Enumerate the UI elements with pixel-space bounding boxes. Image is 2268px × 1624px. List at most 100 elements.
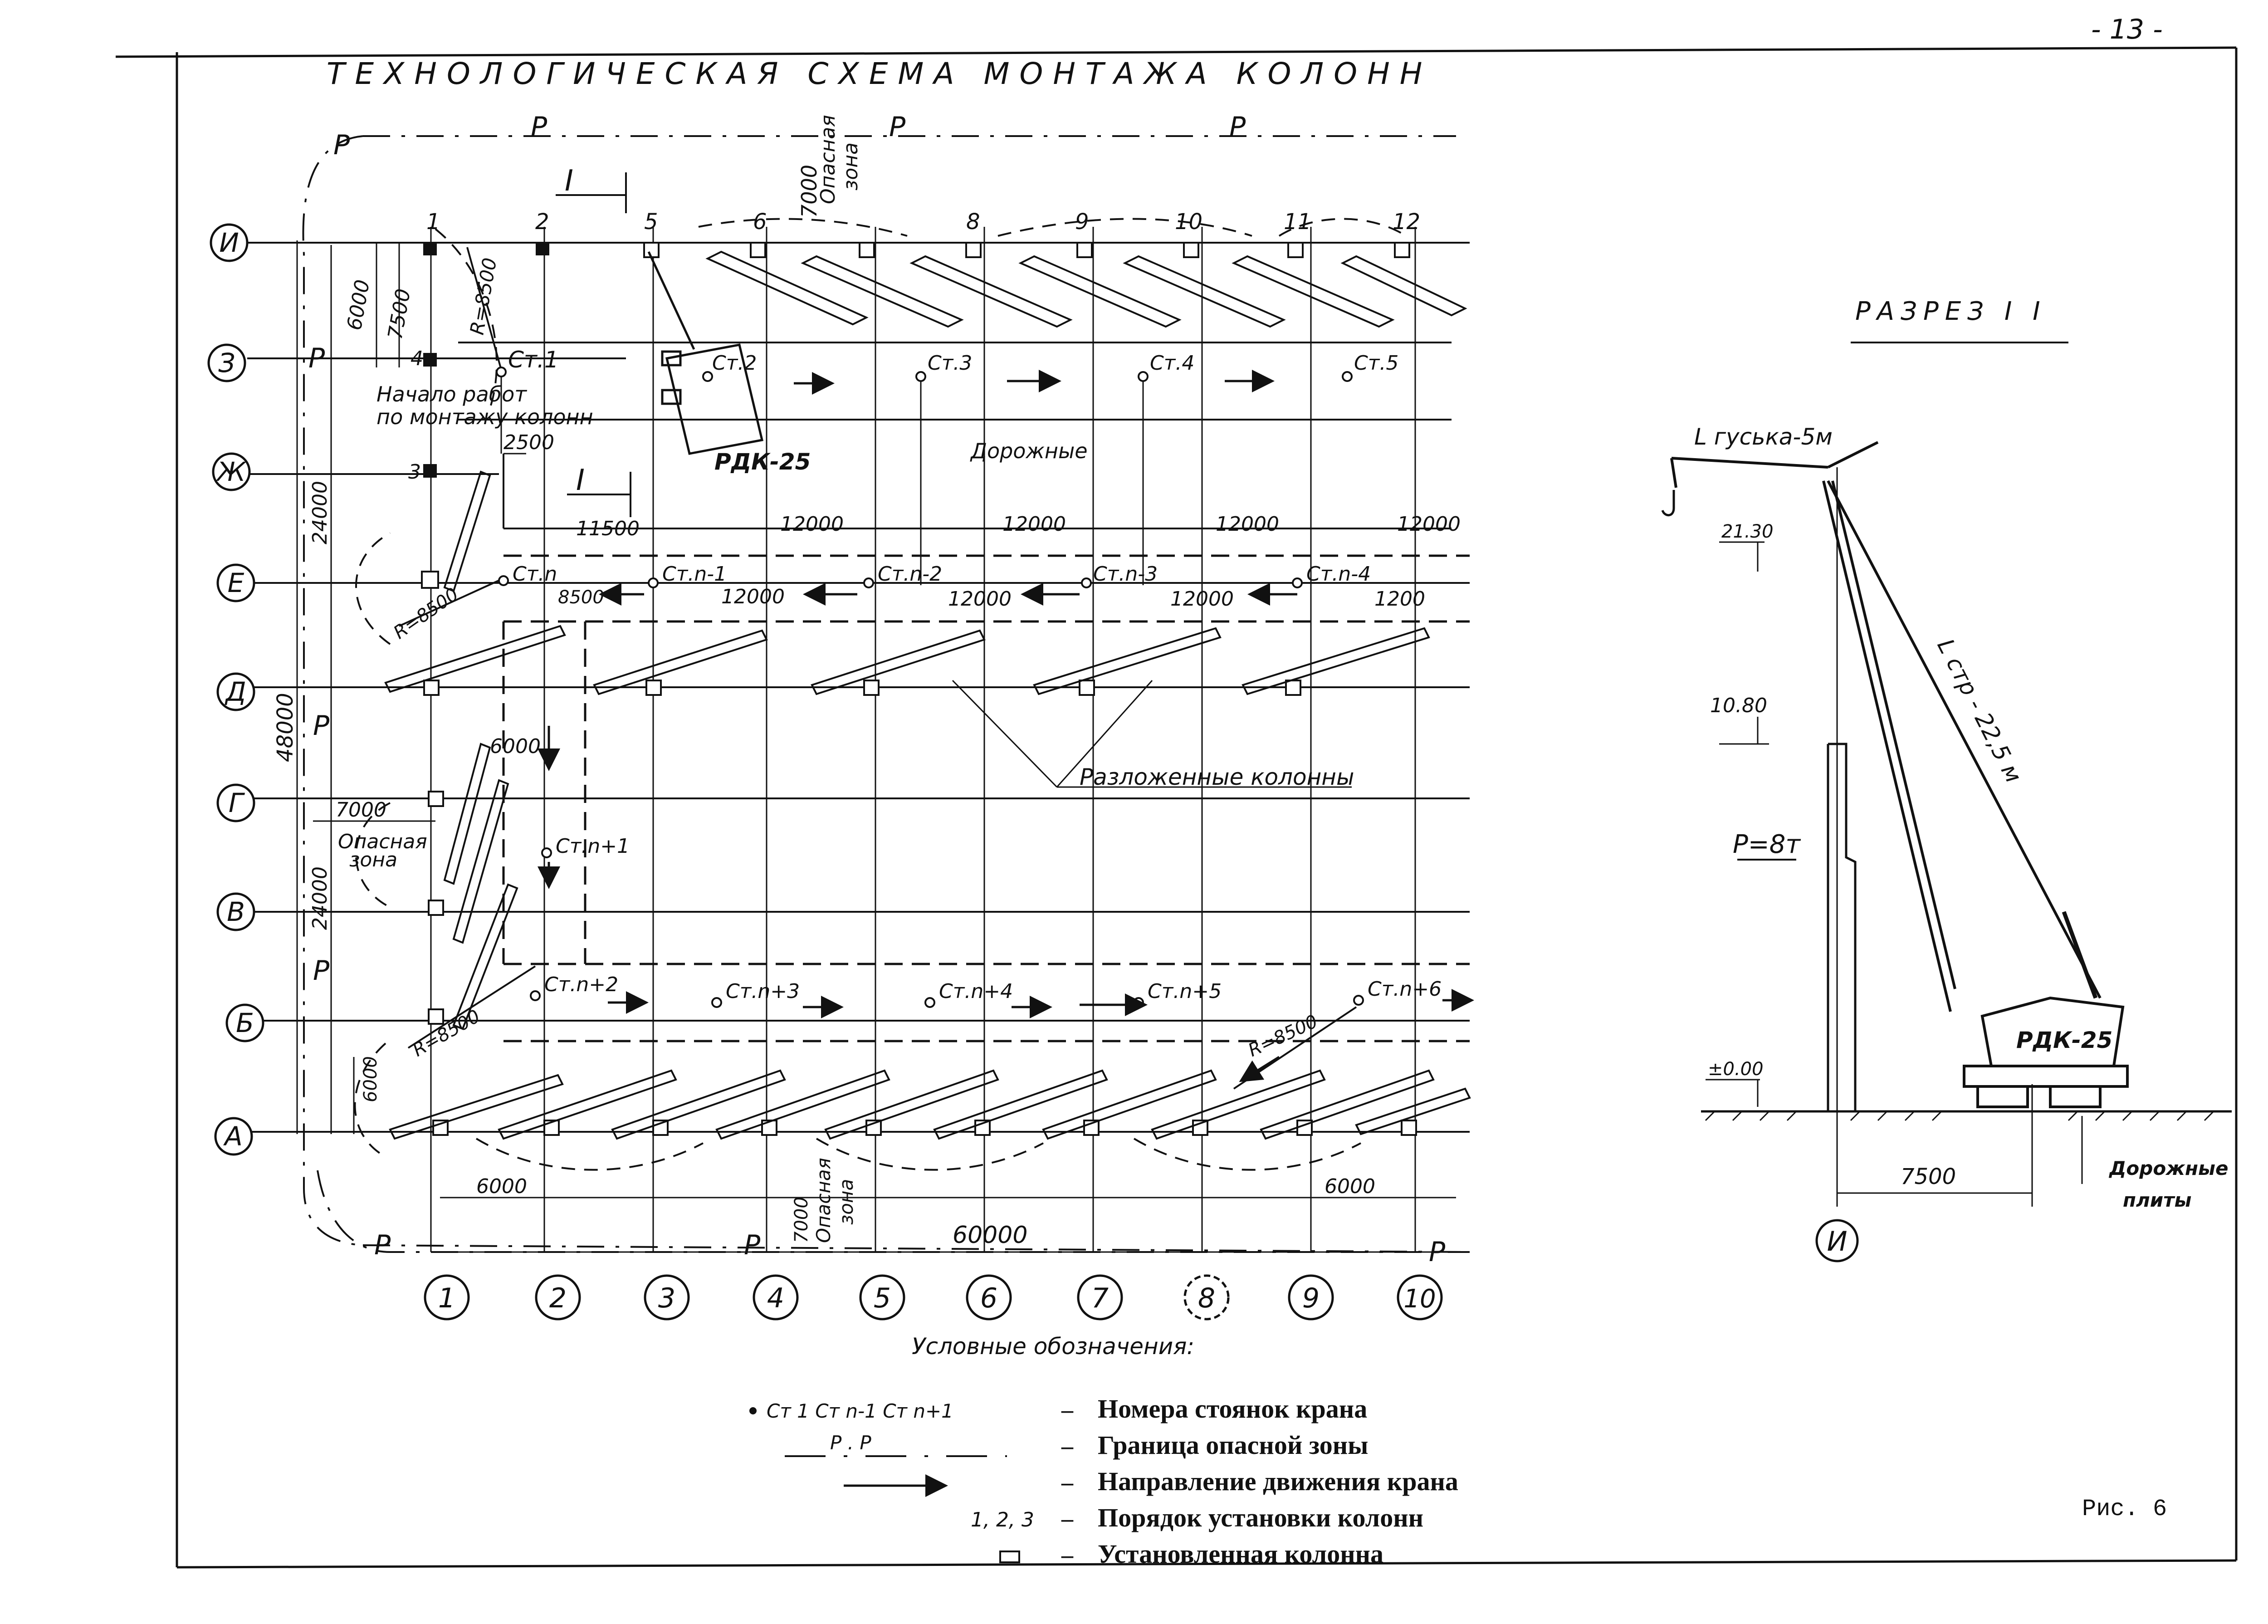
station-label: Ст.n+2 bbox=[544, 973, 618, 996]
station-label: Ст.1 bbox=[508, 347, 559, 373]
dim: R=8500 bbox=[409, 1006, 484, 1061]
station-row-bottom: Ст.n+2 Ст.n+3 Ст.n+4 Ст.n+5 Ст.n+6 bbox=[530, 973, 1442, 1008]
station-label: Ст.n+5 bbox=[1148, 980, 1222, 1003]
dim: 1200 bbox=[1374, 587, 1425, 611]
load-label: Р=8т bbox=[1733, 830, 1801, 859]
crane-boom bbox=[1670, 441, 2102, 1012]
crane-stations: Ст.1 Ст.2 Ст.3 Ст.4 Ст.5 Ст.n Ст.n-1 Ст.… bbox=[496, 347, 1442, 1008]
bottom-axis-labels: 1 2 3 4 5 6 7 8 9 10 bbox=[424, 1274, 1443, 1321]
road-plates-label: Дорожные bbox=[970, 439, 1088, 463]
legend-dash: – bbox=[1061, 1397, 1074, 1423]
section-title: РАЗРЕЗ I I bbox=[1855, 297, 2047, 326]
row-axis-Д: Д bbox=[224, 676, 246, 707]
installation-order-number: 4 bbox=[411, 347, 423, 370]
dim: 12000 bbox=[780, 513, 844, 536]
top-axis-2: 2 bbox=[535, 209, 549, 235]
legend-dash: – bbox=[1061, 1433, 1074, 1459]
station-label: Ст.2 bbox=[712, 352, 757, 375]
crane-direction-arrows bbox=[538, 370, 1474, 1082]
legend-dash: – bbox=[1061, 1542, 1074, 1568]
dim: 6000 bbox=[490, 735, 541, 758]
dim: 12000 bbox=[1170, 587, 1234, 611]
legend: Условные обозначения: Ст 1 Ст n-1 Ст n+1… bbox=[749, 1333, 1458, 1569]
legend-station-symbol bbox=[749, 1407, 757, 1414]
station-label: Ст.n+1 bbox=[556, 835, 630, 858]
bottom-axis-3: 3 bbox=[658, 1282, 675, 1314]
bottom-axis-8: 8 bbox=[1198, 1282, 1215, 1314]
bottom-axis-5: 5 bbox=[874, 1282, 891, 1314]
danger-zone-label: Опасная bbox=[338, 830, 427, 853]
crane-reach-arcs bbox=[354, 218, 1407, 1171]
column-elevation bbox=[1827, 467, 1857, 1207]
legend-text-1: Граница опасной зоны bbox=[1098, 1430, 1368, 1460]
station-label: Ст.3 bbox=[928, 352, 972, 375]
dim: 6000 bbox=[1325, 1175, 1375, 1198]
hazard-mark: Р bbox=[531, 111, 547, 143]
top-axis-5: 5 bbox=[644, 209, 658, 235]
legend-symbol-3: 1, 2, 3 bbox=[971, 1508, 1034, 1531]
section-axis: И bbox=[1827, 1226, 1848, 1257]
installed-columns bbox=[421, 242, 1417, 1136]
dim: 7000 bbox=[797, 165, 821, 218]
section-axis-bubble: И bbox=[1815, 1219, 1859, 1262]
station-label: Ст.n bbox=[513, 563, 557, 586]
row-axis-labels: И З Ж Е Д Г В Б А bbox=[207, 223, 264, 1156]
elevation-top: 21.30 bbox=[1721, 521, 1774, 542]
legend-dash: – bbox=[1061, 1470, 1074, 1496]
legend-text-2: Направление движения крана bbox=[1098, 1467, 1458, 1496]
jib-label: L гуська-5м bbox=[1694, 424, 1833, 450]
row-axis-Г: Г bbox=[229, 788, 245, 818]
station-label: Ст.n+4 bbox=[939, 980, 1013, 1003]
drawing-title: ТЕХНОЛОГИЧЕСКАЯ СХЕМА МОНТАЖА КОЛОНН bbox=[327, 56, 1432, 91]
row-axis-В: В bbox=[227, 896, 245, 927]
station-row-mid: Ст.n Ст.n-1 Ст.n-2 Ст.n-3 Ст.n-4 bbox=[498, 563, 1371, 588]
danger-zone-label: зона bbox=[839, 142, 862, 191]
dim: 48000 bbox=[273, 693, 298, 762]
hazard-zone-boundary bbox=[302, 135, 1470, 1253]
leader-lines bbox=[952, 680, 1352, 788]
svg-text:I: I bbox=[565, 164, 573, 198]
station-label: Ст.n-2 bbox=[878, 563, 942, 586]
svg-text:I: I bbox=[576, 464, 585, 497]
dim: 7000 bbox=[336, 798, 386, 822]
hazard-mark: Р bbox=[744, 1229, 761, 1261]
dimension-lines bbox=[296, 240, 1456, 1253]
dim: 2500 bbox=[503, 431, 554, 454]
hazard-mark: Р bbox=[1229, 111, 1246, 143]
legend-symbol-1: Р . Р bbox=[830, 1432, 871, 1454]
section-road-plates-1: Дорожные bbox=[2108, 1157, 2228, 1179]
dim: 6000 bbox=[360, 1056, 381, 1102]
dim: R=8500 bbox=[466, 256, 501, 337]
top-column-numbers: 1 2 5 6 8 9 10 11 12 bbox=[426, 209, 1420, 235]
hazard-mark: Р bbox=[889, 111, 906, 143]
hazard-mark: Р bbox=[313, 710, 330, 742]
bottom-axis-7: 7 bbox=[1091, 1282, 1109, 1314]
ground-hatch bbox=[1705, 1110, 2214, 1121]
station-label: Ст.n+6 bbox=[1368, 978, 1442, 1001]
bottom-axis-9: 9 bbox=[1302, 1282, 1320, 1314]
elevation-marks bbox=[1706, 541, 1769, 1107]
start-work-label-2: по монтажу колонн bbox=[376, 405, 593, 429]
station-label: Ст.5 bbox=[1354, 352, 1398, 375]
column-grid-lines bbox=[430, 227, 1416, 1252]
station-label: Ст.n-1 bbox=[662, 563, 727, 586]
station-label: Ст.n-3 bbox=[1093, 563, 1158, 586]
hazard-zone-boundary-bottom bbox=[317, 1170, 1470, 1253]
dim: 24000 bbox=[308, 481, 332, 544]
section-crane-label: РДК-25 bbox=[2016, 1027, 2112, 1053]
hazard-mark: Р bbox=[313, 955, 330, 987]
legend-text-4: Установленная колонна bbox=[1098, 1539, 1383, 1569]
legend-text-3: Порядок установки колонн bbox=[1098, 1503, 1423, 1532]
bottom-axis-4: 4 bbox=[767, 1282, 784, 1314]
dim: 12000 bbox=[1216, 513, 1279, 536]
radius-lines bbox=[399, 247, 1357, 1090]
dim: 12000 bbox=[1002, 513, 1066, 536]
danger-zone-label: зона bbox=[835, 1179, 857, 1225]
road-plates-top bbox=[458, 342, 1452, 529]
dim: 12000 bbox=[721, 585, 785, 608]
row-axis-Ж: Ж bbox=[216, 456, 247, 487]
span-label: 7500 bbox=[1901, 1164, 1956, 1189]
dimension-text: 7000 6000 7500 R=8500 2500 24000 48000 1… bbox=[273, 165, 1461, 1249]
row-axis-З: З bbox=[218, 347, 235, 378]
